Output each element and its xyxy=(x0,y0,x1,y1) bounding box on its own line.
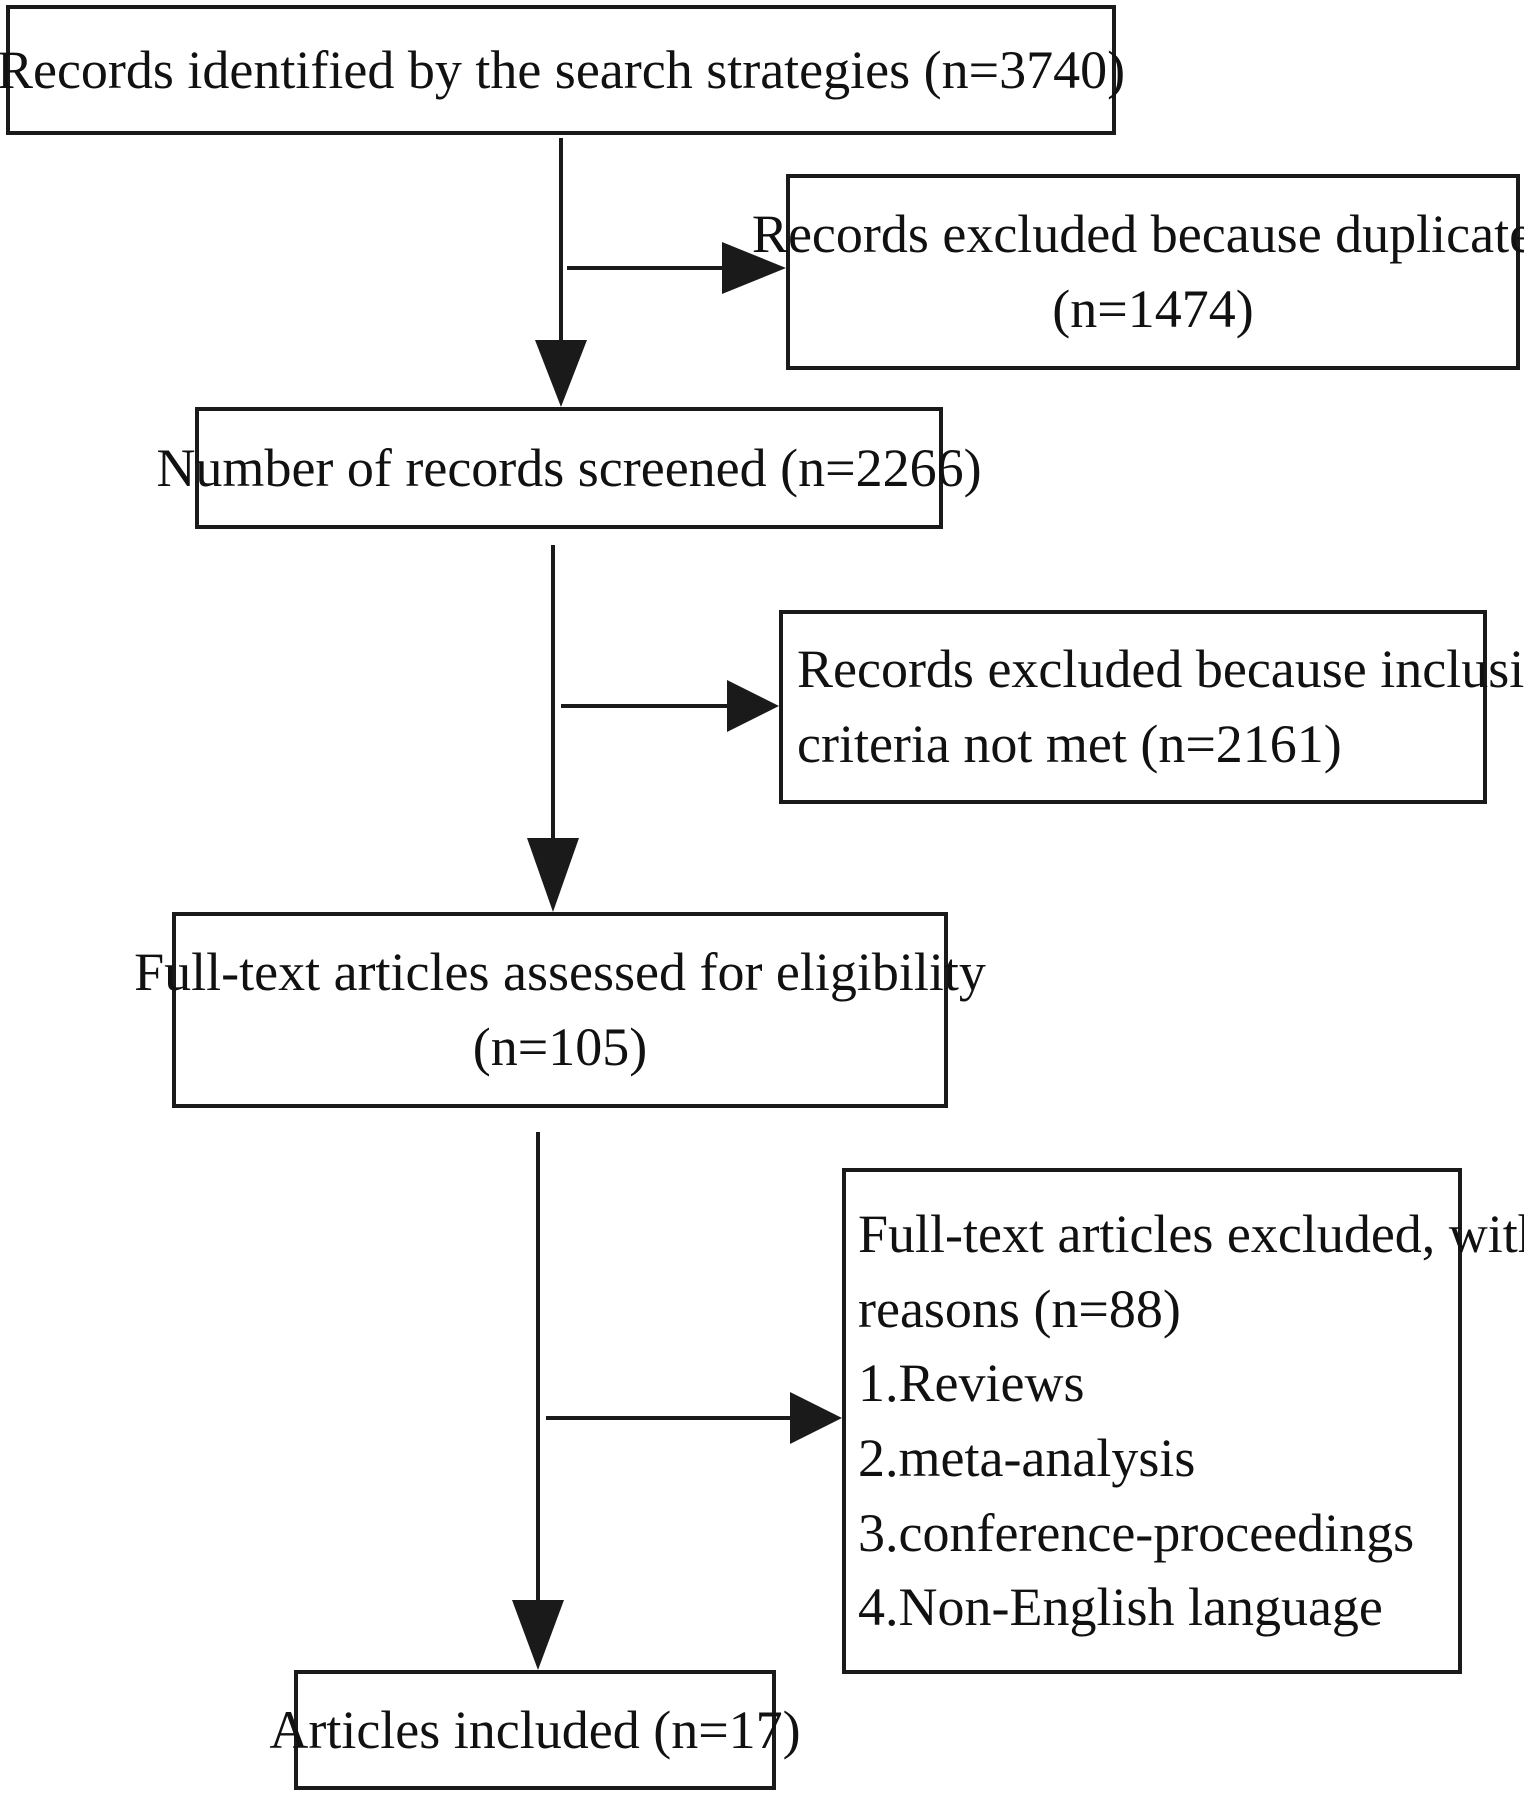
fulltext-excluded-box: Full-text articles excluded, with reason… xyxy=(842,1168,1524,1674)
arrowhead-down-fulltext xyxy=(527,838,579,912)
fulltext-excluded-text-line1: Full-text articles excluded, with xyxy=(858,1204,1524,1265)
articles-included-text: Articles included (n=17) xyxy=(269,1699,801,1760)
criteria-excluded-box: Records excluded because inclusion crite… xyxy=(779,610,1524,804)
criteria-excluded-text-line2: criteria not met (n=2161) xyxy=(797,714,1342,774)
exclusion-reason-item: 4.Non-English language xyxy=(858,1577,1383,1638)
duplicates-excluded-text-line1: Records excluded because duplicates xyxy=(751,204,1524,265)
arrowhead-down-included xyxy=(512,1600,564,1670)
arrowhead-right-duplicates xyxy=(722,242,786,294)
exclusion-reason-item: 1.Reviews xyxy=(858,1353,1085,1414)
records-screened-text: Number of records screened (n=2266) xyxy=(156,437,982,498)
exclusion-reason-item: 2.meta-analysis xyxy=(858,1428,1196,1488)
arrowhead-down-screened xyxy=(535,340,587,407)
records-identified-box: Records identified by the search strateg… xyxy=(0,5,1125,135)
articles-included-box: Articles included (n=17) xyxy=(269,1670,801,1790)
arrowhead-right-criteria xyxy=(727,680,779,732)
arrowhead-right-excluded xyxy=(790,1392,842,1444)
duplicates-excluded-text-line2: (n=1474) xyxy=(1052,279,1254,339)
fulltext-assessed-text-line2: (n=105) xyxy=(472,1017,648,1077)
duplicates-excluded-box: Records excluded because duplicates (n=1… xyxy=(752,174,1524,370)
records-identified-text: Records identified by the search strateg… xyxy=(0,39,1126,100)
exclusion-reason-item: 3.conference-proceedings xyxy=(858,1502,1415,1563)
criteria-excluded-text-line1: Records excluded because inclusion xyxy=(797,639,1524,700)
fulltext-assessed-text-line1: Full-text articles assessed for eligibil… xyxy=(134,942,986,1003)
records-screened-box: Number of records screened (n=2266) xyxy=(156,407,982,529)
fulltext-excluded-text-line2: reasons (n=88) xyxy=(858,1278,1181,1339)
fulltext-assessed-box: Full-text articles assessed for eligibil… xyxy=(134,912,986,1108)
